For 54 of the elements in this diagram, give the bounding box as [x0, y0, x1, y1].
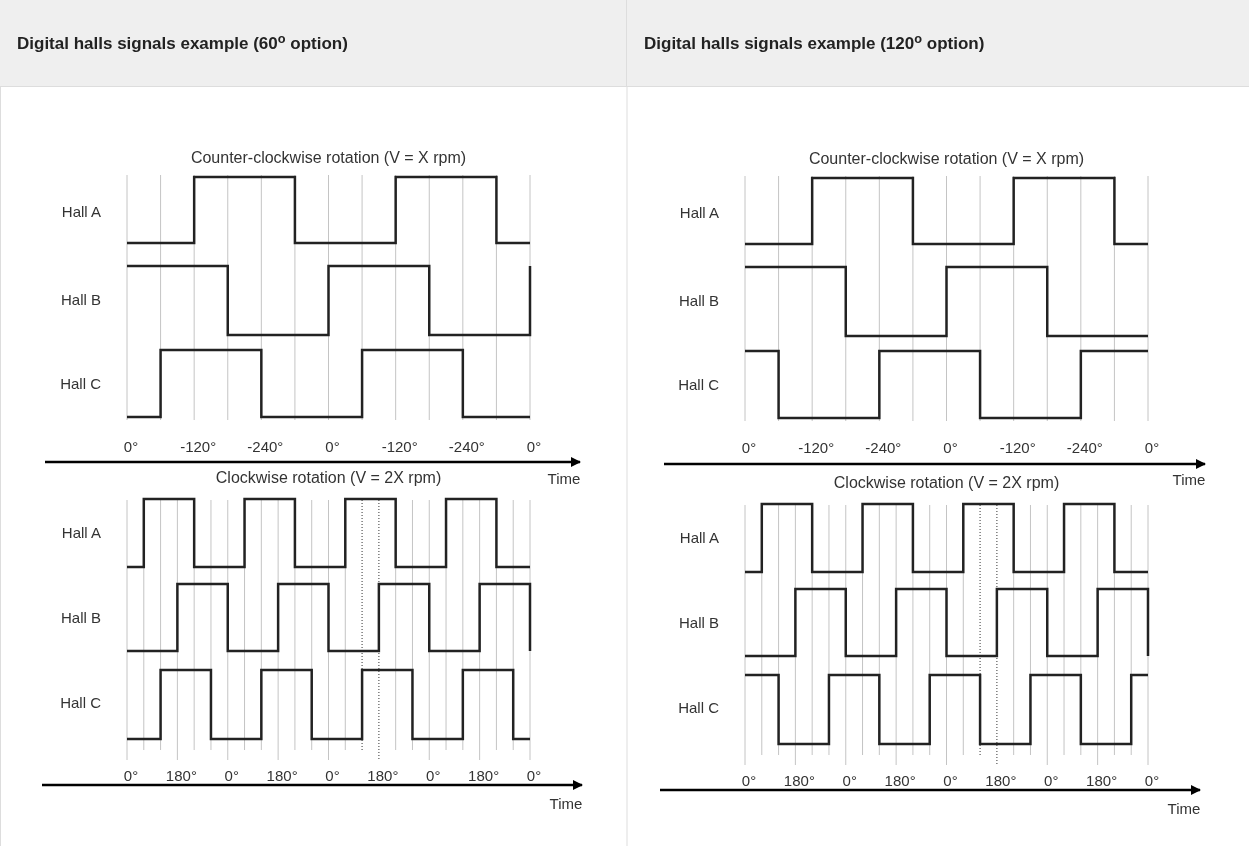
signal-label: Hall C	[60, 375, 101, 391]
chart-title: Counter-clockwise rotation (V = X rpm)	[808, 151, 1085, 167]
angle-tick-label: 0°	[325, 767, 340, 783]
signal-label: Hall A	[679, 529, 719, 545]
angle-tick-label: -120°	[381, 438, 418, 454]
signal-label: Hall B	[679, 614, 719, 630]
angle-tick-label: 0°	[943, 772, 958, 788]
angle-tick-label: 0°	[325, 438, 340, 454]
angle-tick-label: -240°	[1066, 439, 1103, 455]
signal-label: Hall B	[61, 291, 101, 307]
angle-tick-label: 180°	[165, 767, 197, 783]
angle-tick-label: 0°	[224, 767, 239, 783]
signal-label: Hall B	[61, 609, 101, 625]
angle-tick-label: 0°	[1144, 772, 1160, 788]
angle-tick-label: -120°	[180, 438, 217, 454]
chart-title: Counter-clockwise rotation (V = X rpm)	[190, 150, 467, 166]
angle-tick-label: 180°	[985, 772, 1017, 788]
angle-tick-label: 0°	[842, 772, 857, 788]
angle-tick-label: 180°	[367, 767, 399, 783]
axis-label: Time	[1167, 800, 1201, 816]
axis-label: Time	[1172, 471, 1206, 487]
angle-tick-label: -120°	[999, 439, 1036, 455]
axis-label: Time	[549, 795, 583, 811]
angle-tick-label: 180°	[1086, 772, 1118, 788]
angle-tick-label: -240°	[865, 439, 902, 455]
signal-label: Hall A	[61, 203, 101, 219]
signal-label: Hall B	[679, 292, 719, 308]
angle-tick-label: 0°	[1144, 439, 1160, 455]
axis-label: Time	[547, 470, 581, 486]
signal-label: Hall C	[60, 694, 101, 710]
angle-tick-label: 0°	[526, 438, 542, 454]
angle-tick-label: 0°	[526, 767, 542, 783]
angle-tick-label: -240°	[448, 438, 485, 454]
column-header: Digital halls signals example (120$^{o}$ option)	[627, 0, 1249, 87]
signal-label: Hall C	[678, 376, 719, 392]
angle-tick-label: 0°	[123, 767, 139, 783]
angle-tick-label: -120°	[798, 439, 835, 455]
angle-tick-label: 180°	[266, 767, 298, 783]
chart-title: Clockwise rotation (V = 2X rpm)	[833, 475, 1060, 491]
column-header: Digital halls signals example (60$^{o}$ option)	[0, 0, 627, 87]
angle-tick-label: 0°	[1044, 772, 1059, 788]
signal-label: Hall A	[679, 204, 719, 220]
signal-label: Hall A	[61, 524, 101, 540]
angle-tick-label: 180°	[884, 772, 916, 788]
angle-tick-label: -240°	[247, 438, 284, 454]
angle-tick-label: 180°	[468, 767, 500, 783]
angle-tick-label: 0°	[123, 438, 139, 454]
angle-tick-label: 0°	[426, 767, 441, 783]
angle-tick-label: 0°	[741, 772, 757, 788]
angle-tick-label: 0°	[741, 439, 757, 455]
angle-tick-label: 180°	[783, 772, 815, 788]
angle-tick-label: 0°	[943, 439, 958, 455]
chart-title: Clockwise rotation (V = 2X rpm)	[215, 470, 442, 486]
signal-label: Hall C	[678, 699, 719, 715]
